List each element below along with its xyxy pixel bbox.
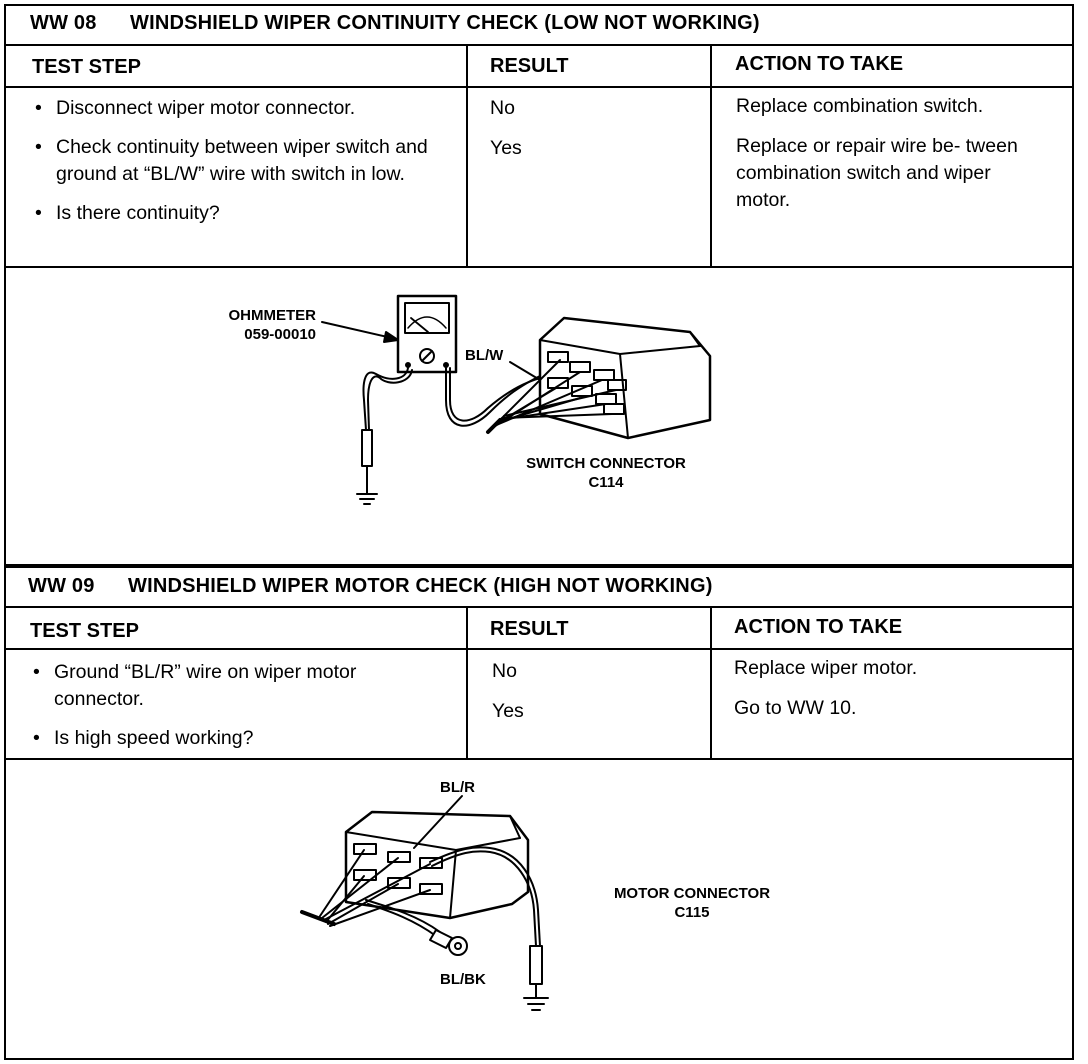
header-result: RESULT bbox=[490, 618, 569, 640]
header-result: RESULT bbox=[490, 55, 569, 77]
result-value: No bbox=[490, 97, 515, 119]
header-test-step: TEST STEP bbox=[32, 56, 141, 78]
motor-connector-icon bbox=[300, 795, 549, 1011]
ohmmeter-part-number: 059-00010 bbox=[244, 326, 316, 343]
result-value: Yes bbox=[492, 700, 524, 722]
header-cell-step bbox=[4, 606, 468, 650]
action-value: Go to WW 10. bbox=[734, 697, 857, 719]
figure-panel bbox=[4, 266, 1074, 566]
section-code: WW 08 bbox=[30, 12, 97, 34]
section-title-text: WINDSHIELD WIPER CONTINUITY CHECK (LOW N… bbox=[130, 12, 760, 34]
body-cell-action bbox=[710, 648, 1074, 760]
test-step: Is high speed working? bbox=[30, 725, 450, 752]
test-steps-list: Disconnect wiper motor connector. Check … bbox=[32, 95, 452, 239]
header-test-step: TEST STEP bbox=[30, 620, 139, 642]
results-list: No Yes bbox=[490, 95, 690, 175]
test-step: Disconnect wiper motor connector. bbox=[32, 95, 452, 122]
section-title: WW 08 WINDSHIELD WIPER CONTINUITY CHECK (… bbox=[30, 12, 760, 35]
test-step: Ground “BL/R” wire on wiper motor connec… bbox=[30, 659, 444, 713]
wire-label-blr: BL/R bbox=[440, 779, 475, 796]
ohmmeter-label: OHMMETER 059-00010 bbox=[206, 306, 317, 344]
test-steps-list: Ground “BL/R” wire on wiper motor connec… bbox=[30, 659, 450, 764]
result-value: Yes bbox=[490, 137, 522, 159]
section-title-text: WINDSHIELD WIPER MOTOR CHECK (HIGH NOT W… bbox=[128, 575, 713, 597]
result-value: No bbox=[492, 660, 517, 682]
header-cell-result bbox=[466, 44, 712, 88]
motor-connector-code: C115 bbox=[674, 904, 710, 921]
section-code: WW 09 bbox=[28, 575, 95, 597]
section-title: WW 09 WINDSHIELD WIPER MOTOR CHECK (HIGH … bbox=[28, 575, 713, 598]
wire-label-blbk: BL/BK bbox=[440, 971, 486, 988]
test-step: Is there continuity? bbox=[32, 200, 452, 227]
switch-connector-label: SWITCH CONNECTOR C114 bbox=[506, 454, 706, 492]
switch-connector-icon bbox=[486, 316, 712, 440]
body-cell-action bbox=[710, 86, 1074, 268]
action-value: Replace or repair wire be- tween combina… bbox=[736, 135, 1018, 211]
action-value: Replace combination switch. bbox=[736, 95, 984, 117]
header-action: ACTION TO TAKE bbox=[734, 616, 903, 638]
motor-connector-label: MOTOR CONNECTOR C115 bbox=[592, 884, 792, 922]
switch-connector-code: C114 bbox=[588, 474, 624, 491]
header-action: ACTION TO TAKE bbox=[735, 53, 904, 75]
actions-list: Replace wiper motor. Go to WW 10. bbox=[734, 655, 1054, 735]
header-cell-action bbox=[710, 606, 1074, 650]
results-list: No Yes bbox=[492, 658, 692, 738]
wire-label-blw: BL/W bbox=[465, 347, 504, 364]
test-step: Check continuity between wiper switch an… bbox=[32, 134, 436, 188]
action-value: Replace wiper motor. bbox=[734, 657, 918, 679]
actions-list: Replace combination switch. Replace or r… bbox=[736, 93, 1056, 227]
